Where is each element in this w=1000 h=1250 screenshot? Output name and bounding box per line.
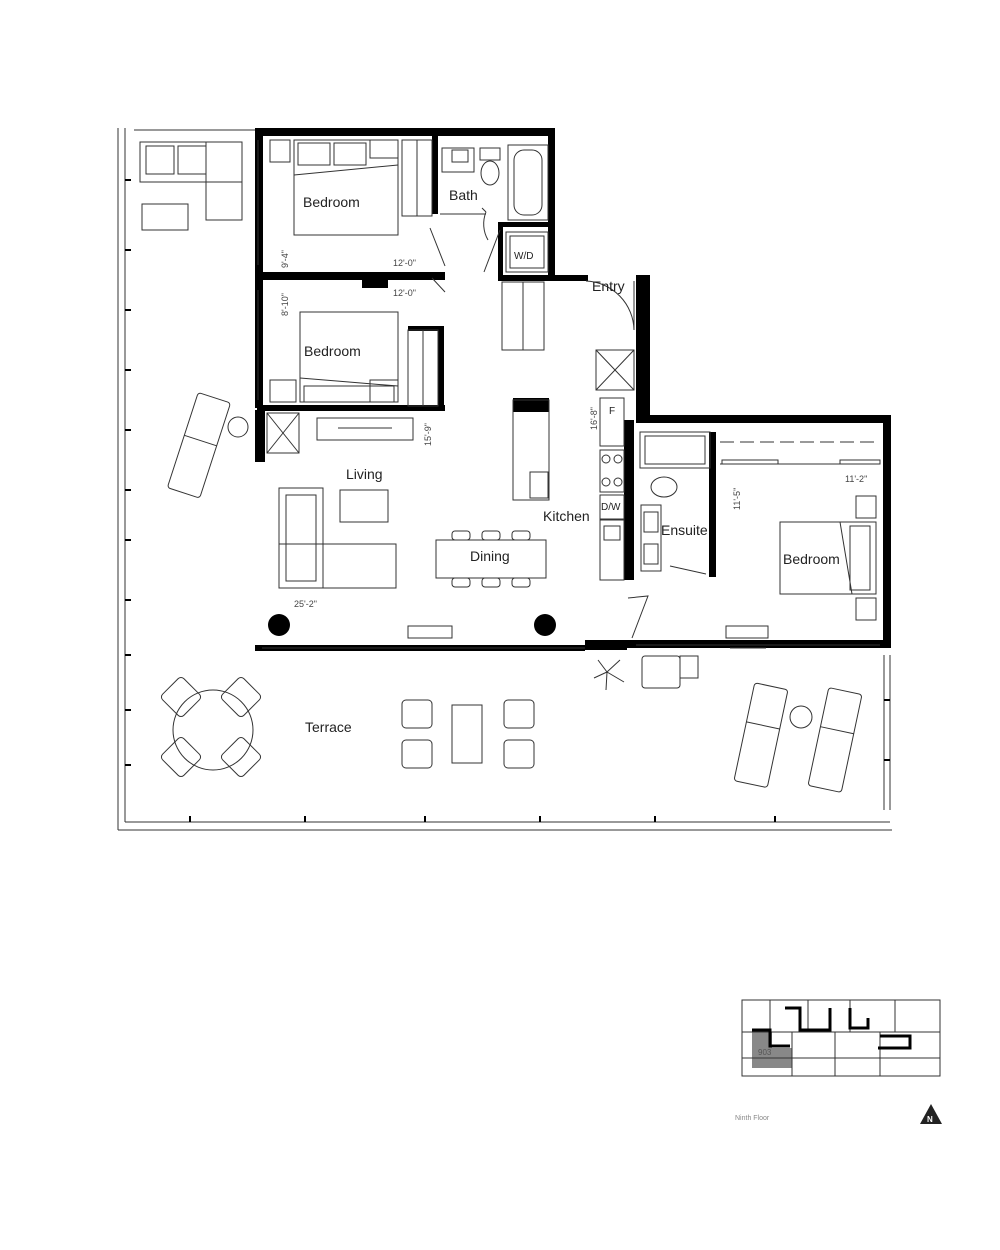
kitchen-depth-dim: 16'-8" (589, 407, 599, 430)
bath (440, 144, 549, 273)
ensuite (639, 431, 711, 575)
windows (257, 140, 880, 649)
living-label: Living (346, 466, 383, 482)
bedroom-1-width-dim: 12'-0" (393, 258, 416, 268)
living-width-dim: 25'-2" (294, 599, 317, 609)
north-arrow: N (920, 1104, 942, 1124)
key-plan-unit-label: 903 (758, 1048, 772, 1057)
washer-dryer-label: W/D (514, 251, 533, 262)
dishwasher-label: D/W (601, 502, 621, 513)
bath-label: Bath (449, 187, 478, 203)
bedroom-2-label: Bedroom (304, 343, 361, 359)
fridge-label: F (609, 406, 615, 417)
entry (501, 280, 635, 391)
dining-label: Dining (470, 548, 510, 564)
bedroom-3-label: Bedroom (783, 551, 840, 567)
bedroom-3-depth-dim: 11'-5" (732, 488, 742, 510)
north-arrow-icon (920, 1104, 942, 1124)
bedroom-2-width-dim: 12'-0" (393, 288, 416, 298)
bedroom-2 (269, 277, 446, 407)
entry-label: Entry (592, 278, 625, 294)
bedroom-1-label: Bedroom (303, 194, 360, 210)
bedroom-1 (269, 139, 446, 267)
ensuite-label: Ensuite (661, 522, 708, 538)
terrace-boundary (117, 128, 892, 831)
kitchen-label: Kitchen (543, 508, 590, 524)
bedroom-2-depth-dim: 8'-10" (280, 293, 290, 316)
living-kitchen (266, 397, 649, 639)
key-plan: 903 (741, 999, 941, 1077)
floor-label: Ninth Floor (735, 1115, 770, 1122)
living-depth-dim: 15'-9" (423, 423, 433, 446)
terrace-furniture (139, 141, 862, 793)
terrace-label: Terrace (305, 719, 352, 735)
bedroom-3-width-dim: 11'-2" (845, 474, 867, 484)
north-arrow-label: N (927, 1115, 933, 1124)
bedroom-1-depth-dim: 9'-4" (280, 250, 290, 268)
bedroom-3 (720, 441, 881, 621)
